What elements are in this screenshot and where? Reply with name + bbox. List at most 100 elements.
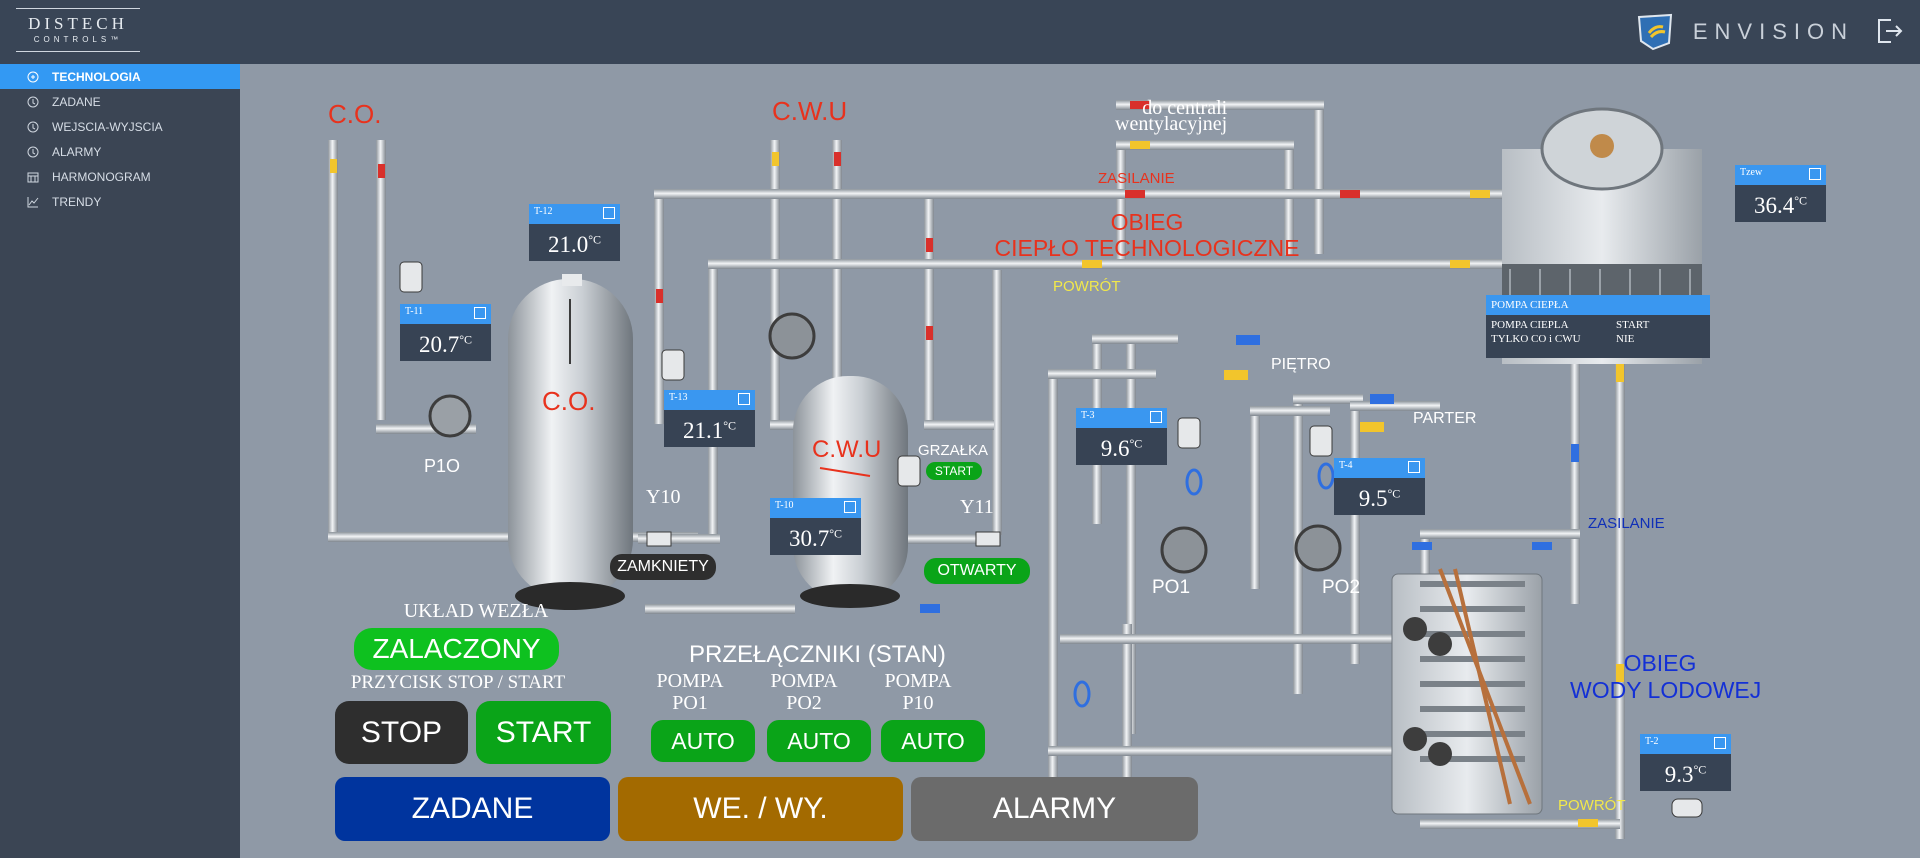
sensor-value: 20.7 [418, 332, 460, 357]
sensor-t11[interactable]: T-11 20.7°C [400, 304, 491, 361]
alarmy-button[interactable]: ALARMY [911, 777, 1198, 841]
pump-po2-auto-button[interactable]: AUTO [767, 720, 871, 762]
sensor-value: 9.6 [1100, 436, 1130, 461]
y11-status-badge: OTWARTY [924, 558, 1030, 584]
plate-heat-exchanger [1391, 568, 1543, 815]
pump-p10-auto-button[interactable]: AUTO [881, 720, 985, 762]
co-tank-label: C.O. [542, 386, 596, 416]
pump-label-line1: POMPA [656, 670, 724, 692]
sidebar-item-technologia[interactable]: TECHNOLOGIA [0, 64, 240, 89]
trend-chart-icon [26, 195, 40, 209]
chart-icon[interactable] [844, 501, 856, 513]
chart-icon[interactable] [474, 307, 486, 319]
circle-arrow-icon [26, 95, 40, 109]
uklad-title: UKŁAD WEZŁA [403, 600, 549, 622]
calendar-grid-icon [26, 170, 40, 184]
sensor-tzew[interactable]: Tzew 36.4°C [1735, 165, 1826, 222]
ventilation-label: do centrali wentylacyjnej [1115, 97, 1228, 134]
sensor-reading: 20.7°C [400, 332, 491, 358]
chart-icon[interactable] [1408, 461, 1420, 473]
sidebar-item-label: TRENDY [52, 194, 102, 209]
sensor-value: 36.4 [1753, 193, 1795, 218]
sensor-unit: °C [1693, 762, 1707, 777]
heat-pump-row-label: TYLKO CO i CWU [1491, 333, 1581, 345]
sidebar-item-zadane[interactable]: ZADANE [0, 89, 240, 114]
pump-label-line2: PO1 [672, 692, 708, 714]
switches-title: PRZEŁĄCZNIKI (STAN) [689, 641, 946, 668]
sidebar-item-harmonogram[interactable]: HARMONOGRAM [0, 164, 240, 189]
sensor-reading: 21.1°C [664, 418, 755, 444]
chart-icon[interactable] [603, 207, 615, 219]
stop-button[interactable]: STOP [335, 701, 468, 764]
sensor-unit: °C [1794, 193, 1808, 208]
sensor-unit: °C [829, 526, 843, 541]
logo-line2: CONTROLS™ [33, 35, 123, 44]
chart-icon[interactable] [1150, 411, 1162, 423]
sensor-reading: 21.0°C [529, 232, 620, 258]
grzalka-status-badge: START [926, 462, 982, 480]
sensor-unit: °C [1387, 486, 1401, 501]
zadane-button[interactable]: ZADANE [335, 777, 610, 841]
chart-icon[interactable] [738, 393, 750, 405]
sensor-name: T-4 [1339, 460, 1353, 471]
parter-label: PARTER [1413, 410, 1477, 427]
co-supply-label: C.O. [328, 99, 382, 129]
sensor-value: 9.3 [1664, 762, 1694, 787]
envision-brand: ENVISION [1635, 13, 1854, 51]
zasilanie-right-label: ZASILANIE [1588, 515, 1665, 532]
sidebar-item-trendy[interactable]: TRENDY [0, 189, 240, 214]
sensor-unit: °C [459, 332, 473, 347]
sensor-t4[interactable]: T-4 9.5°C [1334, 458, 1425, 515]
sensor-reading: 9.3°C [1640, 762, 1731, 788]
process-diagram-canvas: C.O. C.W.U do centrali wentylacyjnej ZAS… [240, 64, 1920, 858]
chart-icon[interactable] [1809, 168, 1821, 180]
po2-label: PO2 [1322, 577, 1361, 598]
logout-icon[interactable] [1874, 16, 1904, 46]
chart-icon[interactable] [1714, 737, 1726, 749]
sensor-t2[interactable]: T-2 9.3°C [1640, 734, 1731, 791]
heat-pump-panel: POMPA CIEPŁA POMPA CIEPLA START TYLKO CO… [1486, 295, 1710, 358]
sensor-name: T-11 [405, 306, 424, 317]
sensor-name: T-2 [1645, 736, 1659, 747]
flow-arrows [330, 101, 1624, 827]
sidebar-item-wejscia-wyjscia[interactable]: WEJSCIA-WYJSCIA [0, 114, 240, 139]
sensor-t3[interactable]: T-3 9.6°C [1076, 408, 1167, 465]
pump-p10-label: POMPA P10 [878, 670, 958, 714]
sensor-reading: 9.6°C [1076, 436, 1167, 462]
heat-pump-row-label: POMPA CIEPLA [1491, 319, 1569, 331]
pump-po1-label: POMPA PO1 [650, 670, 730, 714]
sensor-reading: 9.5°C [1334, 486, 1425, 512]
sensor-t12[interactable]: T-12 21.0°C [529, 204, 620, 261]
top-bar: DISTECH CONTROLS™ ENVISION [0, 0, 1920, 64]
sensor-value: 30.7 [788, 526, 830, 551]
sensor-reading: 30.7°C [770, 526, 861, 552]
valves [399, 261, 1703, 818]
circle-arrow-icon [26, 120, 40, 134]
sensor-name: T-3 [1081, 410, 1095, 421]
pump-label-line2: P10 [902, 692, 934, 714]
envision-wordmark: ENVISION [1692, 19, 1854, 44]
pump-po1-auto-button[interactable]: AUTO [651, 720, 755, 762]
pump-icons [428, 312, 1342, 574]
heat-pump-row-value: START [1616, 319, 1650, 331]
sensor-name: Tzew [1740, 167, 1763, 178]
ventilation-line1: do centrali [1142, 97, 1228, 119]
sidebar-item-label: WEJSCIA-WYJSCIA [52, 119, 163, 134]
stop-start-title: PRZYCISK STOP / START [350, 672, 566, 693]
sensor-t13[interactable]: T-13 21.1°C [664, 390, 755, 447]
sensor-unit: °C [1129, 436, 1143, 451]
cwu-tank-label: C.W.U [812, 436, 882, 463]
grzalka-label: GRZAŁKA [918, 442, 989, 459]
sidebar-item-alarmy[interactable]: ALARMY [0, 139, 240, 164]
envision-logo-icon [1637, 13, 1672, 51]
obieg-wody-lodowej-label: OBIEG WODY LODOWEJ [1570, 650, 1761, 704]
cwu-supply-label: C.W.U [772, 96, 848, 126]
we-wy-button[interactable]: WE. / WY. [618, 777, 903, 841]
sensor-name: T-13 [669, 392, 688, 403]
sensor-value: 9.5 [1358, 486, 1388, 511]
uklad-state-badge: ZALACZONY [354, 628, 559, 670]
start-button[interactable]: START [476, 701, 611, 764]
sensor-name: T-12 [534, 206, 553, 217]
obieg-tech-line2: CIEPŁO TECHNOLOGICZNE [994, 235, 1300, 261]
sensor-t10[interactable]: T-10 30.7°C [770, 498, 861, 555]
